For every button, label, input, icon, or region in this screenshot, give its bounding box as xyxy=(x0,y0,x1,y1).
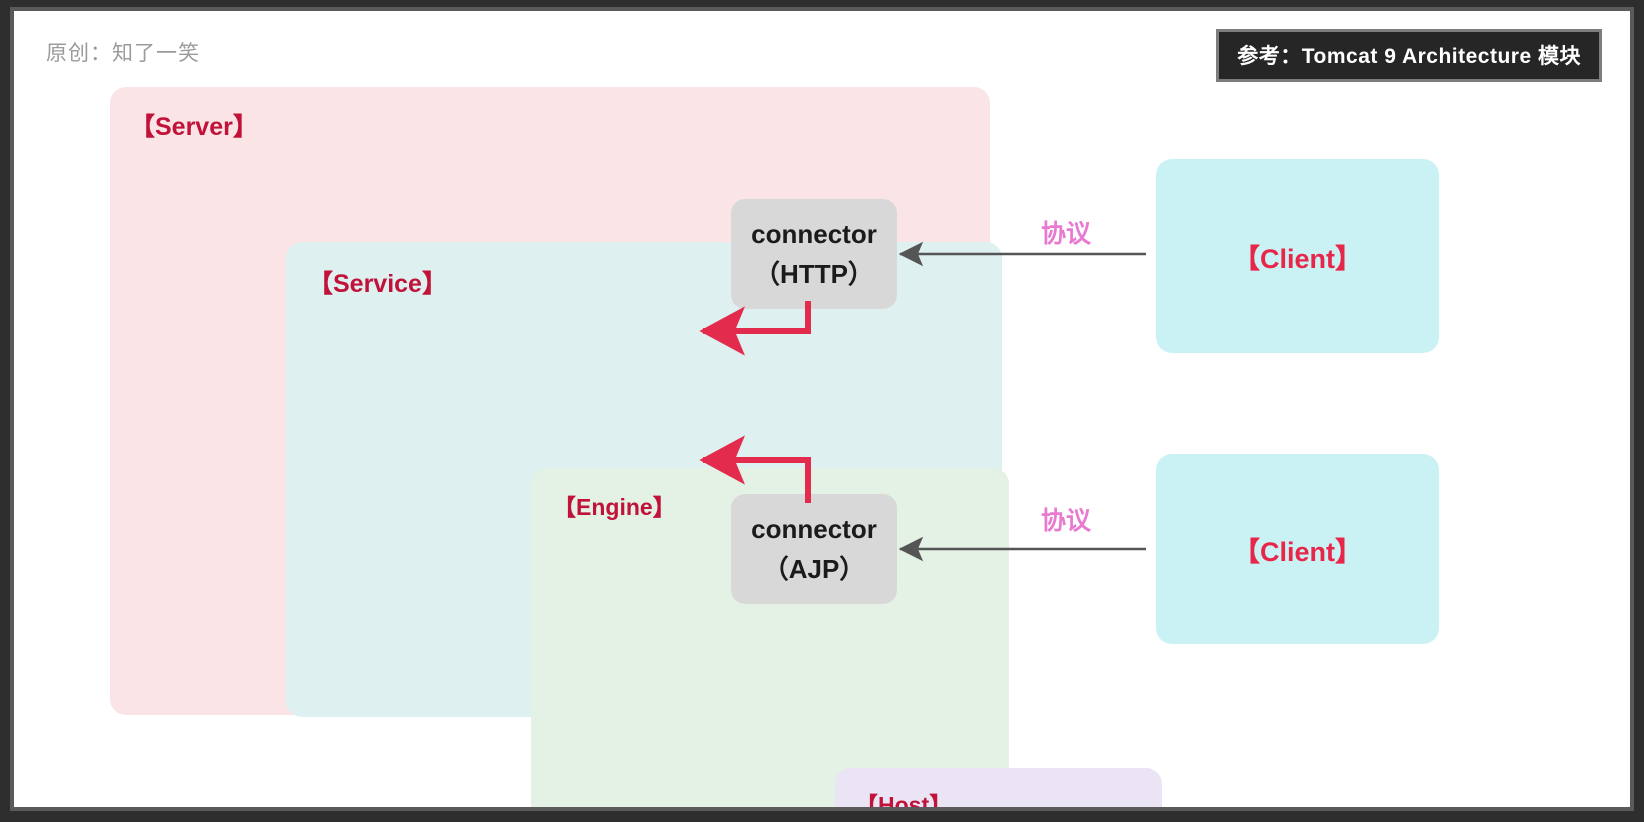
container-service-label: 【Service】 xyxy=(308,270,447,298)
edge-label-protocol-top: 协议 xyxy=(1041,220,1092,248)
reference-banner: 参考：Tomcat 9 Architecture 模块 xyxy=(1216,29,1602,82)
container-host-label: 【Host】 xyxy=(855,792,953,811)
container-server[interactable]: 【Server】 【Service】 【Engine】 【Host】 【Cont… xyxy=(110,87,1162,807)
container-service[interactable]: 【Service】 【Engine】 【Host】 【Context】 xyxy=(286,242,1162,807)
node-client-top[interactable]: 【Client】 xyxy=(1156,159,1439,353)
node-connector-http[interactable]: connector （HTTP） xyxy=(731,199,897,309)
edge-label-protocol-bottom: 协议 xyxy=(1041,507,1092,535)
container-server-label: 【Server】 xyxy=(130,113,258,141)
connector-ajp-line2: （AJP） xyxy=(762,554,866,584)
client-top-label: 【Client】 xyxy=(1232,243,1362,274)
container-engine-label: 【Engine】 xyxy=(553,494,676,520)
node-connector-ajp[interactable]: connector （AJP） xyxy=(731,494,897,604)
connector-http-line1: connector xyxy=(751,218,877,249)
diagram-page: 原创：知了一笑 参考：Tomcat 9 Architecture 模块 【Ser… xyxy=(10,7,1634,811)
client-bottom-label: 【Client】 xyxy=(1232,536,1362,567)
node-client-bottom[interactable]: 【Client】 xyxy=(1156,454,1439,644)
container-host[interactable]: 【Host】 【Context】 xyxy=(835,768,1162,811)
connector-http-line2: （HTTP） xyxy=(754,259,874,289)
connector-ajp-line1: connector xyxy=(751,513,877,544)
credit-text: 原创：知了一笑 xyxy=(46,42,200,65)
